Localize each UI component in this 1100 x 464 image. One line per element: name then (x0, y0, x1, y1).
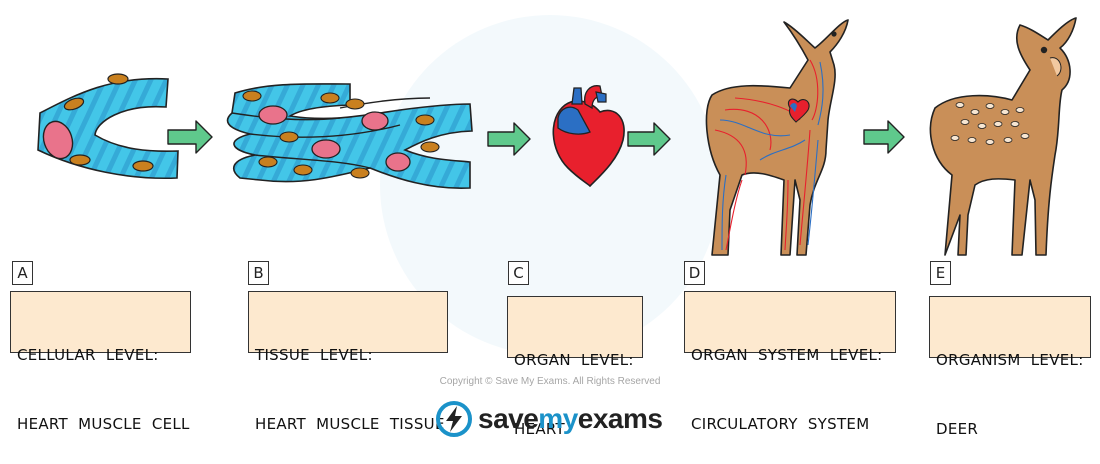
lightning-bolt-icon (436, 401, 472, 437)
logo-word-exams: exams (577, 403, 663, 434)
heart-illustration (552, 85, 625, 188)
save-my-exams-logo[interactable]: savemyexams (436, 398, 663, 440)
logo-wordmark: savemyexams (478, 403, 663, 435)
nucleus (258, 105, 288, 125)
label-line-1: ORGAN LEVEL: (514, 351, 634, 369)
logo-word-my: my (538, 403, 578, 434)
nucleus (42, 120, 74, 160)
stage-letter-a: A (12, 261, 33, 285)
stage-letter-e: E (930, 261, 951, 285)
label-line-1: CELLULAR LEVEL: (17, 346, 159, 364)
label-line-2: HEART MUSCLE CELL (17, 415, 190, 433)
deer-illustration (929, 17, 1077, 256)
arrow-right-icon (863, 120, 905, 154)
copyright-notice: Copyright © Save My Exams. All Rights Re… (439, 376, 661, 387)
organism-level-label: ORGANISM LEVEL: DEER (929, 296, 1091, 438)
arrow-right-icon (627, 122, 671, 156)
label-line-2: HEART MUSCLE TISSUE (255, 415, 445, 433)
logo-word-save: save (478, 403, 539, 434)
stage-letter-d: D (684, 261, 705, 285)
label-line-2: CIRCULATORY SYSTEM (691, 415, 870, 433)
nucleus (361, 111, 389, 131)
arrow-right-icon (167, 120, 213, 154)
stage-letter-c: C (508, 261, 529, 285)
organ-system-level-label: ORGAN SYSTEM LEVEL: CIRCULATORY SYSTEM (684, 291, 896, 433)
label-line-1: TISSUE LEVEL: (255, 346, 373, 364)
nucleus (311, 139, 341, 159)
organ-level-label: ORGAN LEVEL: HEART (507, 296, 643, 438)
label-line-1: ORGANISM LEVEL: (936, 351, 1084, 369)
stage-letter-b: B (248, 261, 269, 285)
heart-muscle-cell-illustration (37, 73, 179, 180)
watermark-logo (380, 15, 720, 355)
cellular-level-label: CELLULAR LEVEL: HEART MUSCLE CELL (10, 291, 191, 433)
label-line-1: ORGAN SYSTEM LEVEL: (691, 346, 883, 364)
deer-circulatory-system-illustration (705, 19, 849, 256)
label-line-2: HEART (514, 420, 566, 438)
nucleus (385, 152, 411, 172)
tissue-level-label: TISSUE LEVEL: HEART MUSCLE TISSUE (248, 291, 448, 433)
heart-muscle-tissue-illustration (226, 83, 473, 190)
label-line-2: DEER (936, 420, 979, 438)
arrow-right-icon (487, 122, 531, 156)
